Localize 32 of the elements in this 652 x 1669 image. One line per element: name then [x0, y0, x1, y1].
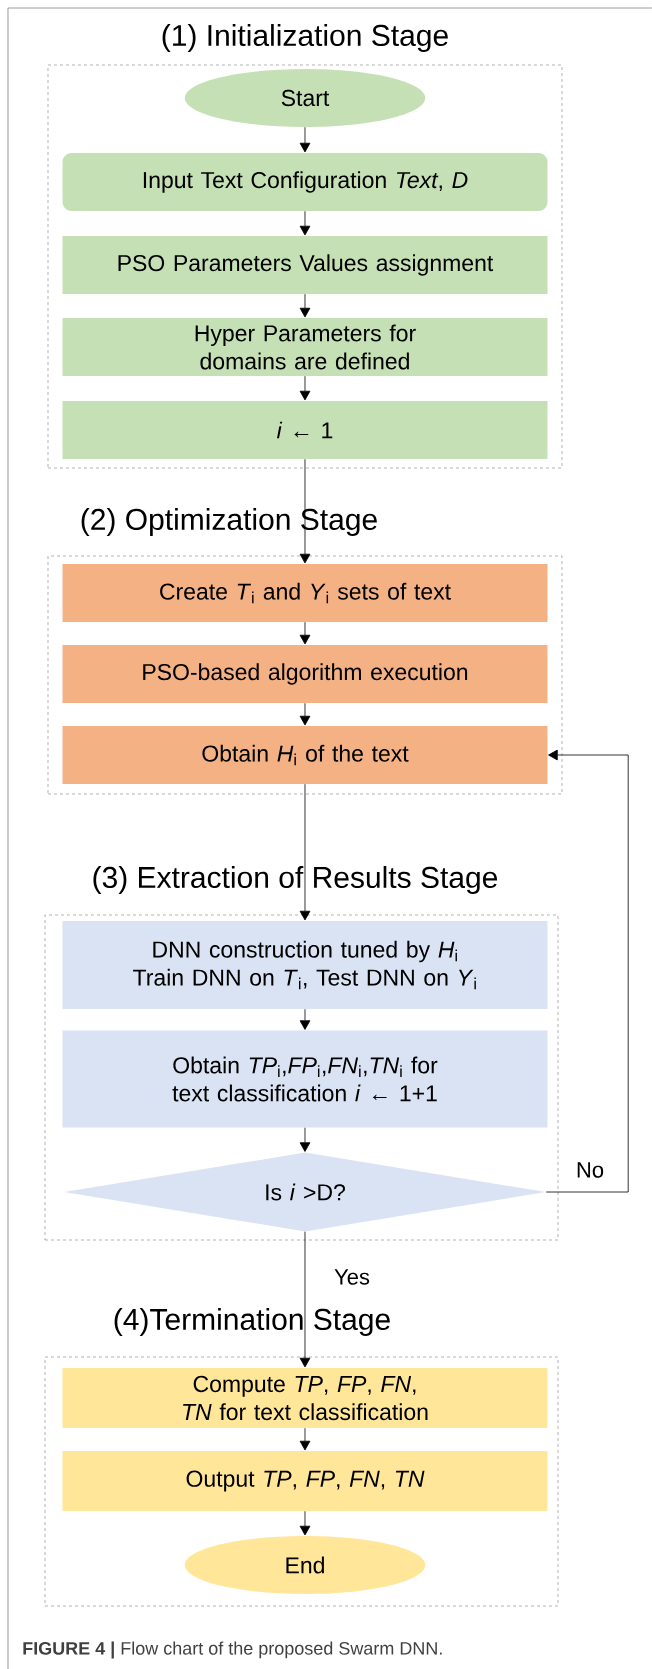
arrow	[299, 1008, 311, 1030]
process-box: Obtain H$_{i}$ of the text	[62, 726, 548, 784]
arrow	[299, 1510, 311, 1536]
process-box: PSO-based algorithm execution	[62, 645, 548, 703]
stage-heading: (3) Extraction of Results Stage	[93, 866, 498, 894]
arrow	[299, 375, 311, 401]
arrow	[545, 749, 629, 1193]
process-box: Output TP, FP, FN, TN	[62, 1451, 548, 1511]
process-box: Hyper Parameters for domains are defined	[62, 318, 548, 376]
process-box: DNN construction tuned by H$_{i}$ Train DNN on T$_{i}$, Test DNN on Y$_{i}$	[62, 921, 548, 1009]
stage-heading: (1) Initialization Stage	[162, 24, 448, 52]
process-box: Compute TP, FP, FN, TN for text classification	[62, 1368, 548, 1428]
arrow	[299, 1231, 311, 1368]
arrow	[299, 293, 311, 318]
input-box: Input Text Configuration Text, D	[62, 153, 548, 211]
process-box: PSO Parameters Values assignment	[62, 236, 548, 294]
stage-heading: (4)Termination Stage	[114, 1308, 390, 1336]
arrow	[299, 1127, 311, 1152]
arrow	[299, 621, 311, 645]
edge-label: No	[574, 1161, 606, 1179]
arrow	[299, 210, 311, 236]
process-box: i ← 1	[62, 401, 548, 459]
edge-label: Yes	[333, 1268, 371, 1286]
arrow	[299, 1427, 311, 1451]
arrow	[299, 126, 311, 153]
arrow	[299, 458, 311, 564]
stage-heading: (2) Optimization Stage	[81, 508, 377, 536]
process-box: Create T$_{i}$ and Y$_{i}$ sets of text	[62, 564, 548, 622]
arrow	[299, 702, 311, 726]
arrow	[299, 783, 311, 921]
process-box: Obtain TP$_{i}$,FP$_{i}$,FN$_{i}$,TN$_{i}$ for text classification i ← 1+1	[62, 1030, 548, 1128]
caption: FIGURE 4 | Flow chart of the proposed Swarm DNN.	[23, 1641, 442, 1659]
